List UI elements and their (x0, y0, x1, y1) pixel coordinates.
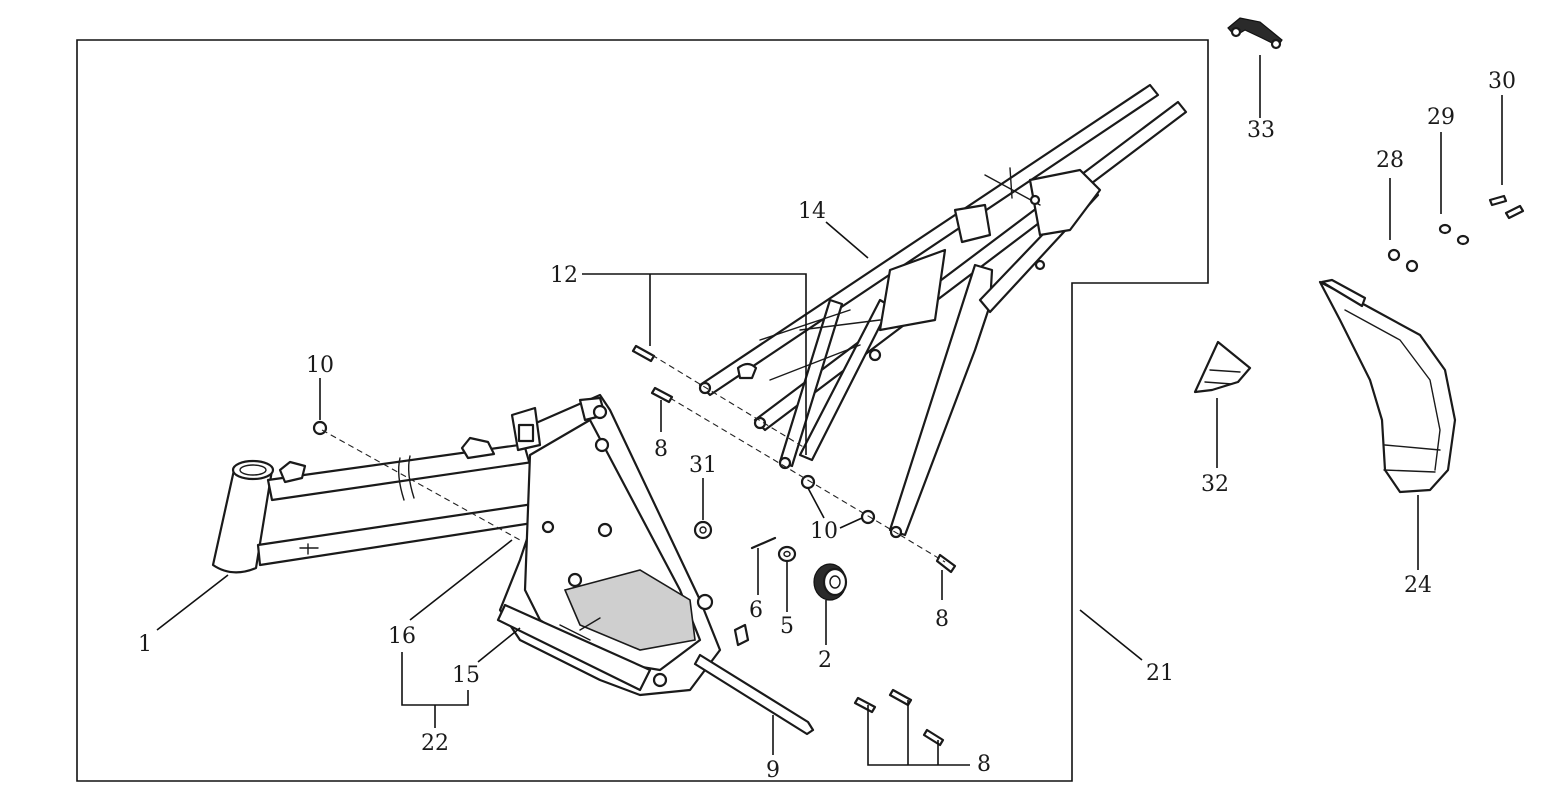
pin-part-6 (750, 536, 777, 550)
callout-31: 31 (689, 453, 717, 478)
assembly-line (899, 534, 946, 563)
assembly-boundary (76, 39, 1209, 782)
bolt-part-30 (1488, 194, 1525, 220)
callout-10: 10 (810, 519, 838, 544)
callout-8: 8 (935, 607, 949, 632)
callout-15: 15 (452, 663, 480, 688)
assembly-line (321, 429, 521, 541)
assembly-line (669, 397, 901, 536)
bolt-part-12 (631, 344, 674, 404)
callout-1: 1 (138, 632, 152, 657)
nut-part-10a (312, 420, 328, 436)
rear-fender-part-24 (1318, 278, 1457, 494)
bushing-part-2 (813, 563, 848, 601)
callout-14: 14 (798, 199, 826, 224)
callout-9: 9 (766, 758, 780, 783)
washer-part-29 (1438, 223, 1470, 246)
callout-6: 6 (749, 598, 763, 623)
nut-part-10c (860, 509, 876, 525)
washer-part-5 (777, 545, 797, 563)
callout-8: 8 (654, 437, 668, 462)
callout-21: 21 (1146, 661, 1174, 686)
callout-32: 32 (1201, 472, 1229, 497)
callout-30: 30 (1488, 69, 1516, 94)
callout-29: 29 (1427, 105, 1455, 130)
callout-12: 12 (550, 263, 578, 288)
callout-5: 5 (780, 614, 794, 639)
main-frame-part (211, 393, 750, 697)
callout-28: 28 (1376, 148, 1404, 173)
rear-subframe-part (698, 83, 1188, 539)
callout-33: 33 (1247, 118, 1275, 143)
bolt-part-8-group (853, 553, 957, 747)
callout-24: 24 (1404, 573, 1432, 598)
callout-16: 16 (388, 624, 416, 649)
callout-8: 8 (977, 752, 991, 777)
nut-part-28 (1387, 248, 1419, 273)
grab-handle-part-33 (1227, 17, 1283, 50)
callout-2: 2 (818, 648, 832, 673)
callout-10: 10 (306, 353, 334, 378)
bracket-part-32 (1193, 340, 1252, 394)
long-bolt-part-9 (693, 653, 815, 736)
callout-22: 22 (421, 731, 449, 756)
leader-lines (156, 55, 1503, 766)
washer-part-31 (693, 520, 713, 540)
